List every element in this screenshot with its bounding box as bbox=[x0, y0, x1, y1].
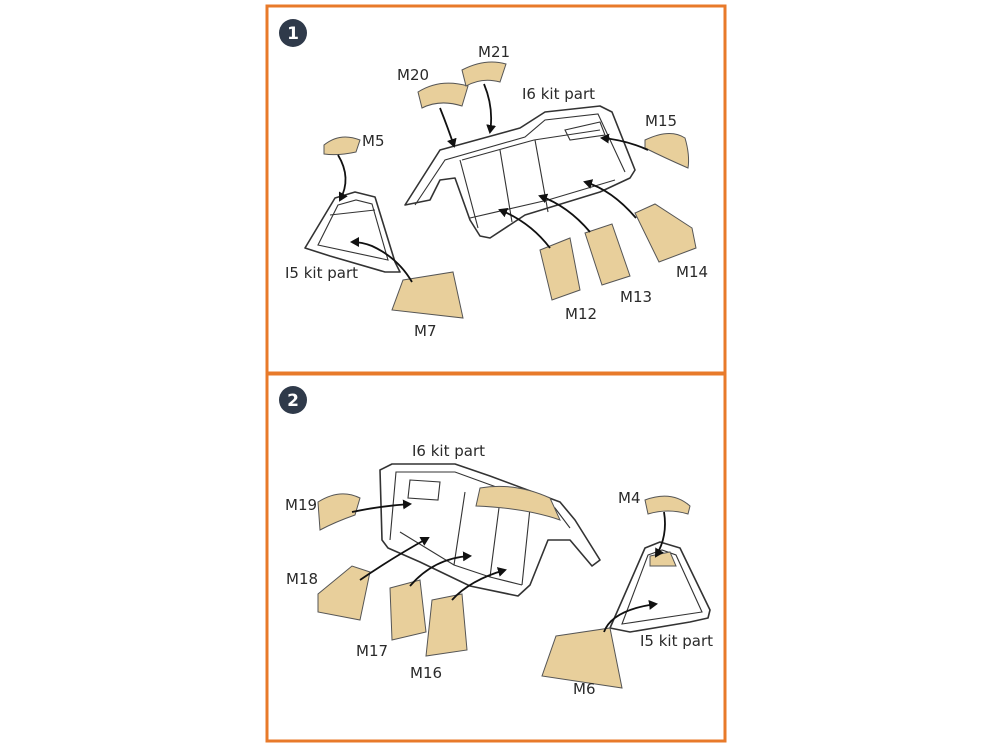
step-2-panel: 2 I6 kit part M19 bbox=[265, 372, 727, 743]
label-i6-step1: I6 kit part bbox=[522, 85, 595, 103]
label-m6: M6 bbox=[573, 680, 596, 698]
i5-canopy-step2 bbox=[609, 541, 711, 633]
mask-m21 bbox=[461, 61, 507, 87]
label-m16: M16 bbox=[410, 664, 442, 682]
step-2-frame bbox=[265, 372, 727, 743]
i6-canopy-step1 bbox=[404, 105, 636, 239]
i5-canopy-step1 bbox=[304, 191, 401, 273]
mask-m20 bbox=[417, 82, 469, 109]
mask-m13 bbox=[584, 223, 631, 286]
mask-m19 bbox=[317, 493, 361, 531]
mask-m4 bbox=[644, 495, 691, 515]
label-m14: M14 bbox=[676, 263, 708, 281]
label-m7: M7 bbox=[414, 322, 437, 340]
arrow-m5 bbox=[337, 154, 348, 202]
label-m18: M18 bbox=[286, 570, 318, 588]
step-1-panel: 1 M bbox=[265, 4, 727, 375]
arrow-m12 bbox=[498, 207, 551, 249]
arrow-m17 bbox=[409, 551, 472, 587]
arrow-m13 bbox=[538, 193, 591, 233]
mask-m5 bbox=[323, 136, 361, 156]
arrow-m19 bbox=[351, 499, 412, 513]
arrow-m15 bbox=[600, 133, 649, 151]
label-m17: M17 bbox=[356, 642, 388, 660]
label-i5-step1: I5 kit part bbox=[285, 264, 358, 282]
mask-m7 bbox=[391, 271, 464, 319]
label-m13: M13 bbox=[620, 288, 652, 306]
mask-m14 bbox=[634, 203, 697, 263]
arrow-m4 bbox=[654, 511, 666, 558]
step-2-badge bbox=[279, 386, 307, 414]
arrow-m21 bbox=[483, 83, 497, 134]
step-1-number: 1 bbox=[287, 24, 299, 44]
mask-m16 bbox=[425, 593, 468, 657]
i6-canopy-step2 bbox=[379, 463, 601, 597]
label-i5-step2: I5 kit part bbox=[640, 632, 713, 650]
mask-m12 bbox=[539, 237, 581, 301]
label-m4: M4 bbox=[618, 489, 641, 507]
mask-m15 bbox=[644, 133, 690, 169]
label-m15: M15 bbox=[645, 112, 677, 130]
step-1-badge bbox=[279, 19, 307, 47]
step-2-number: 2 bbox=[287, 391, 299, 411]
label-m19: M19 bbox=[285, 496, 317, 514]
arrow-m14 bbox=[583, 179, 637, 219]
label-m5: M5 bbox=[362, 132, 385, 150]
mask-m18 bbox=[317, 565, 371, 621]
label-m20: M20 bbox=[397, 66, 429, 84]
mask-m6 bbox=[541, 627, 623, 689]
mask-m17 bbox=[389, 579, 427, 641]
arrow-m16 bbox=[451, 567, 507, 601]
arrow-m6 bbox=[603, 599, 658, 633]
arrow-m7 bbox=[350, 237, 413, 283]
label-m21: M21 bbox=[478, 43, 510, 61]
label-m12: M12 bbox=[565, 305, 597, 323]
arrow-m18 bbox=[359, 537, 430, 581]
label-i6-step2: I6 kit part bbox=[412, 442, 485, 460]
arrow-m20 bbox=[439, 107, 457, 148]
